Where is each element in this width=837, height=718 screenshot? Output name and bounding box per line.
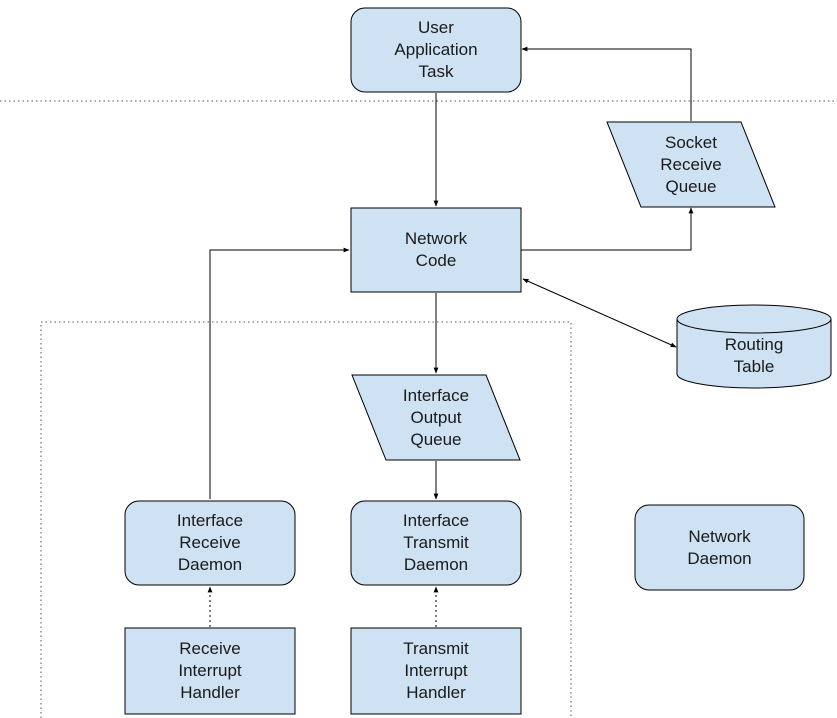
edges xyxy=(207,46,694,627)
node-socket-queue-shape xyxy=(606,121,776,208)
node-transmit-handler-shape xyxy=(350,627,522,715)
edge-receive-daemon-to-network-code xyxy=(209,247,350,499)
node-network-daemon-shape xyxy=(634,504,805,591)
node-receive-daemon-shape xyxy=(124,500,296,586)
node-user-task-shape xyxy=(350,7,522,93)
node-transmit-daemon-shape xyxy=(350,500,522,586)
edge-network-code-routing-table xyxy=(522,278,677,348)
edge-socket-queue-to-user-task xyxy=(521,46,692,121)
node-receive-handler-shape xyxy=(124,627,296,715)
node-network-code-shape xyxy=(350,207,522,293)
node-routing-table-shape xyxy=(676,304,832,389)
interface-region-boundary xyxy=(40,321,572,718)
nodes xyxy=(124,7,832,715)
edge-network-code-to-socket-queue xyxy=(521,207,694,251)
node-output-queue-shape xyxy=(351,374,521,461)
